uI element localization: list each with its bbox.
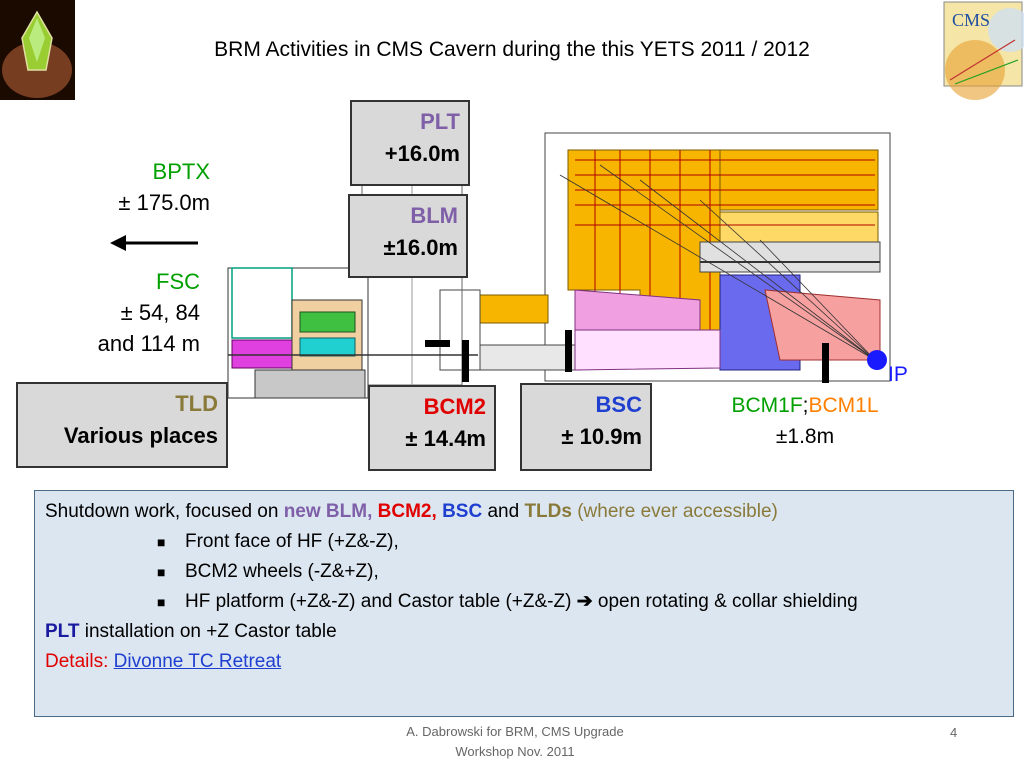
fsc-label: FSC ± 54, 84 and 114 m xyxy=(40,266,200,359)
bcm1-label: BCM1F;BCM1L ±1.8m xyxy=(700,390,910,452)
details-link[interactable]: Divonne TC Retreat xyxy=(113,651,282,672)
bsc-box: BSC ± 10.9m xyxy=(520,383,652,471)
notes-details-label: Details: xyxy=(45,651,109,672)
notes-intro-paren: (where ever accessible) xyxy=(577,501,778,522)
plt-name: PLT xyxy=(420,109,460,134)
hf-castor-drawing-icon xyxy=(227,267,478,399)
fsc-name: FSC xyxy=(156,269,200,294)
notes-intro-blm: new BLM, xyxy=(283,501,373,522)
footer-line-1: A. Dabrowski for BRM, CMS Upgrade xyxy=(406,724,624,739)
notes-plt-rest: installation on +Z Castor table xyxy=(84,621,337,642)
page-title: BRM Activities in CMS Cavern during the … xyxy=(214,38,810,61)
bptx-name: BPTX xyxy=(152,159,210,184)
ip-label: IP xyxy=(888,363,908,386)
notes-intro-bcm2: BCM2, xyxy=(377,501,437,522)
plt-box: PLT +16.0m xyxy=(350,100,470,186)
shutdown-notes-box: Shutdown work, focused on new BLM, BCM2,… xyxy=(34,490,1014,717)
notes-intro-text: Shutdown work, focused on xyxy=(45,501,284,522)
bsc-name: BSC xyxy=(595,392,642,417)
notes-plt-line: PLT installation on +Z Castor table xyxy=(45,617,1003,647)
bcm1-distance: ±1.8m xyxy=(775,425,835,448)
tld-name: TLD xyxy=(175,391,218,416)
bcm2-distance: ± 14.4m xyxy=(405,426,486,451)
bcm2-box: BCM2 ± 14.4m xyxy=(368,385,496,471)
bullet-text: Front face of HF (+Z&-Z), xyxy=(185,531,399,552)
tld-box: TLD Various places xyxy=(16,382,228,468)
footer-line-2: Workshop Nov. 2011 xyxy=(455,744,575,759)
bptx-label: BPTX ± 175.0m xyxy=(80,156,210,218)
blm-box: BLM ±16.0m xyxy=(348,194,468,278)
bcm2-name: BCM2 xyxy=(423,394,486,419)
right-arrow-icon: ➔ xyxy=(576,591,593,612)
plt-distance: +16.0m xyxy=(384,141,460,166)
bullet-text: BCM2 wheels (-Z&+Z), xyxy=(185,561,379,582)
notes-intro-bsc: BSC xyxy=(442,501,483,522)
crystal-logo-icon xyxy=(0,0,75,100)
notes-details-line: Details: Divonne TC Retreat xyxy=(45,647,1003,677)
bcm1f-name: BCM1F xyxy=(731,394,803,417)
notes-bullet: ■ BCM2 wheels (-Z&+Z), xyxy=(45,557,1003,587)
page-number: 4 xyxy=(950,725,958,740)
bullet-text: HF platform (+Z&-Z) and Castor table (+Z… xyxy=(185,591,572,612)
blm-distance: ±16.0m xyxy=(383,235,458,260)
notes-plt-word: PLT xyxy=(45,621,80,642)
blm-name: BLM xyxy=(410,203,458,228)
arrow-left-icon xyxy=(110,235,198,251)
footer: A. Dabrowski for BRM, CMS Upgrade Worksh… xyxy=(360,722,670,762)
bcm1-separator: ; xyxy=(802,394,809,417)
notes-intro-tlds: TLDs xyxy=(524,501,572,522)
notes-intro-and: and xyxy=(487,501,520,522)
ip-marker-icon xyxy=(867,350,887,370)
notes-intro: Shutdown work, focused on new BLM, BCM2,… xyxy=(45,497,1003,527)
notes-bullet: ■ Front face of HF (+Z&-Z), xyxy=(45,527,1003,557)
bullet-text-continued: open rotating & collar shielding xyxy=(597,591,858,612)
bullet-square-icon: ■ xyxy=(157,564,166,580)
notes-bullet: ■ HF platform (+Z&-Z) and Castor table (… xyxy=(45,587,1003,617)
bsc-distance: ± 10.9m xyxy=(561,424,642,449)
svg-text:CMS: CMS xyxy=(952,10,990,30)
bptx-distance: ± 175.0m xyxy=(118,190,210,215)
fsc-distance-extra: and 114 m xyxy=(97,331,200,356)
fsc-distance: ± 54, 84 xyxy=(120,300,200,325)
tld-distance: Various places xyxy=(63,423,218,448)
bcm1l-name: BCM1L xyxy=(808,394,879,417)
bullet-square-icon: ■ xyxy=(157,594,166,610)
bullet-square-icon: ■ xyxy=(157,534,166,550)
cms-logo-icon: CMS xyxy=(943,1,1024,100)
